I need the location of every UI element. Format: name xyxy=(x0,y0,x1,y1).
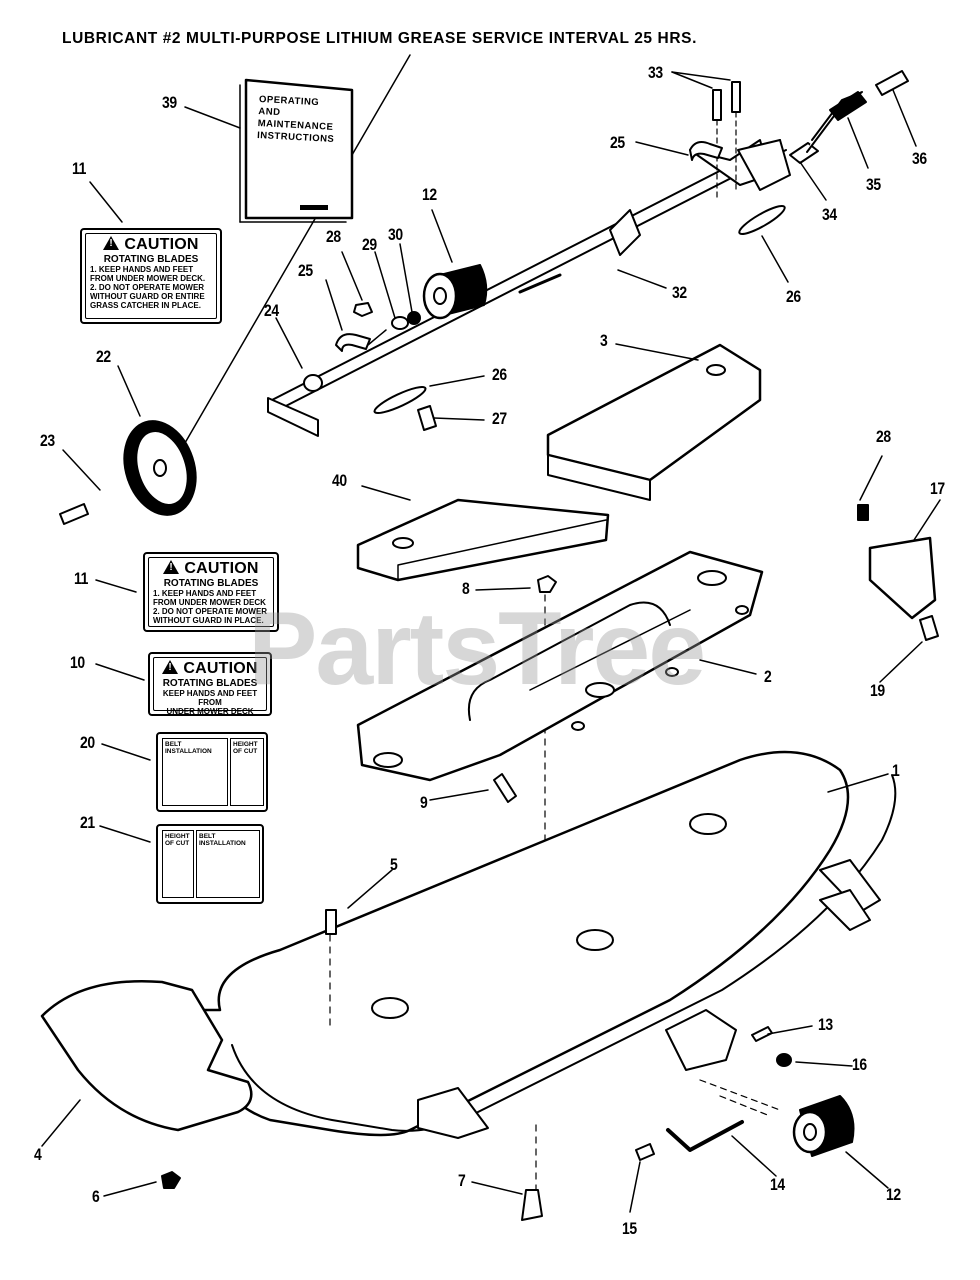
callout-17: 17 xyxy=(930,479,945,498)
warning-triangle-icon xyxy=(162,660,179,674)
callout-3: 3 xyxy=(600,331,608,350)
callout-6: 6 xyxy=(92,1187,100,1206)
callout-24: 24 xyxy=(264,301,279,320)
washer-26-lower xyxy=(373,385,427,415)
callout-25: 25 xyxy=(298,261,313,280)
callout-35: 35 xyxy=(866,175,881,194)
callout-8: 8 xyxy=(462,579,470,598)
callout-12: 12 xyxy=(886,1185,901,1204)
nut-8 xyxy=(537,575,557,593)
decal-title: CAUTION xyxy=(183,660,258,677)
rod-14 xyxy=(666,1120,744,1152)
callout-21: 21 xyxy=(80,813,95,832)
callout-14: 14 xyxy=(770,1175,785,1194)
handle-parts xyxy=(789,70,909,164)
callout-4: 4 xyxy=(34,1145,42,1164)
wheel-22 xyxy=(123,420,197,516)
caution-decal-11-top: CAUTION ROTATING BLADES 1. KEEP HANDS AN… xyxy=(80,228,222,324)
caution-decal-11-mid: CAUTION ROTATING BLADES 1. KEEP HANDS AN… xyxy=(143,552,279,632)
callout-39: 39 xyxy=(162,93,177,112)
mower-deck-1 xyxy=(178,750,897,1139)
callout-26: 26 xyxy=(492,365,507,384)
shield-3 xyxy=(546,343,762,501)
callout-30: 30 xyxy=(388,225,403,244)
callout-26: 26 xyxy=(786,287,801,306)
decal-subtitle: ROTATING BLADES xyxy=(163,577,259,589)
callout-22: 22 xyxy=(96,347,111,366)
deck-frame-2 xyxy=(356,550,764,782)
roller-12-lower xyxy=(792,1095,855,1157)
callout-40: 40 xyxy=(332,471,347,490)
callout-13: 13 xyxy=(818,1015,833,1034)
height-of-cut-panel: HEIGHT OF CUT xyxy=(162,830,194,898)
small-hardware-left xyxy=(335,302,421,352)
callout-9: 9 xyxy=(420,793,428,812)
discharge-chute-4 xyxy=(40,980,253,1132)
nut-6 xyxy=(161,1171,181,1189)
callout-28: 28 xyxy=(326,227,341,246)
roller-12-upper xyxy=(422,264,488,320)
belt-height-decal-20: BELT INSTALLATION HEIGHT OF CUT xyxy=(156,732,268,812)
decal-subtitle: ROTATING BLADES xyxy=(162,677,258,689)
callout-29: 29 xyxy=(362,235,377,254)
callout-25: 25 xyxy=(610,133,625,152)
callout-7: 7 xyxy=(458,1171,466,1190)
callout-16: 16 xyxy=(852,1055,867,1074)
callout-33: 33 xyxy=(648,63,663,82)
shield-40 xyxy=(356,498,610,582)
callout-arrows xyxy=(41,71,941,1213)
decal-instructions: 1. KEEP HANDS AND FEET FROM UNDER MOWER … xyxy=(90,264,206,311)
lubricant-header: LUBRICANT #2 MULTI-PURPOSE LITHIUM GREAS… xyxy=(62,30,697,47)
pins-33 xyxy=(712,81,741,201)
callout-11: 11 xyxy=(72,159,86,178)
callout-32: 32 xyxy=(672,283,687,302)
height-belt-decal-21: HEIGHT OF CUT BELT INSTALLATION xyxy=(156,824,264,904)
callout-15: 15 xyxy=(622,1219,637,1238)
bolt-5 xyxy=(325,909,337,935)
washer-26-upper xyxy=(738,205,786,236)
manual-title: OPERATING AND MAINTENANCE INSTRUCTIONS xyxy=(257,94,337,145)
manual-booklet xyxy=(239,78,354,223)
nut-24 xyxy=(303,374,323,392)
clip-25-upper xyxy=(689,141,723,161)
watermark-text: PartsTree xyxy=(248,591,706,707)
decal-title: CAUTION xyxy=(184,560,259,577)
callout-20: 20 xyxy=(80,733,95,752)
bolt-23 xyxy=(59,503,89,525)
axle-bar xyxy=(267,139,791,437)
callout-27: 27 xyxy=(492,409,507,428)
callout-11: 11 xyxy=(74,569,88,588)
decal-instructions: KEEP HANDS AND FEET FROM UNDER MOWER DEC… xyxy=(162,688,258,716)
caution-decal-10: CAUTION ROTATING BLADES KEEP HANDS AND F… xyxy=(148,652,272,716)
bolt-7 xyxy=(521,1189,543,1221)
decal-subtitle: ROTATING BLADES xyxy=(103,253,199,265)
nut-16 xyxy=(776,1053,792,1067)
callout-2: 2 xyxy=(764,667,772,686)
callout-5: 5 xyxy=(390,855,398,874)
callout-36: 36 xyxy=(912,149,927,168)
callout-10: 10 xyxy=(70,653,85,672)
bolt-15 xyxy=(635,1143,655,1161)
callout-23: 23 xyxy=(40,431,55,450)
lube-line xyxy=(177,54,411,456)
height-of-cut-panel: HEIGHT OF CUT xyxy=(230,738,264,806)
bracket-17 xyxy=(857,504,939,641)
bolt-9 xyxy=(493,773,517,803)
callout-28: 28 xyxy=(876,427,891,446)
callout-1: 1 xyxy=(892,761,900,780)
belt-installation-panel: BELT INSTALLATION xyxy=(162,738,228,806)
decal-instructions: 1. KEEP HANDS AND FEET FROM UNDER MOWER … xyxy=(153,588,268,626)
bolt-27 xyxy=(417,405,437,431)
warning-triangle-icon xyxy=(103,236,120,250)
callout-19: 19 xyxy=(870,681,885,700)
callout-12: 12 xyxy=(422,185,437,204)
belt-installation-panel: BELT INSTALLATION xyxy=(196,830,260,898)
warning-triangle-icon xyxy=(163,560,180,574)
callout-34: 34 xyxy=(822,205,837,224)
decal-title: CAUTION xyxy=(124,236,199,253)
